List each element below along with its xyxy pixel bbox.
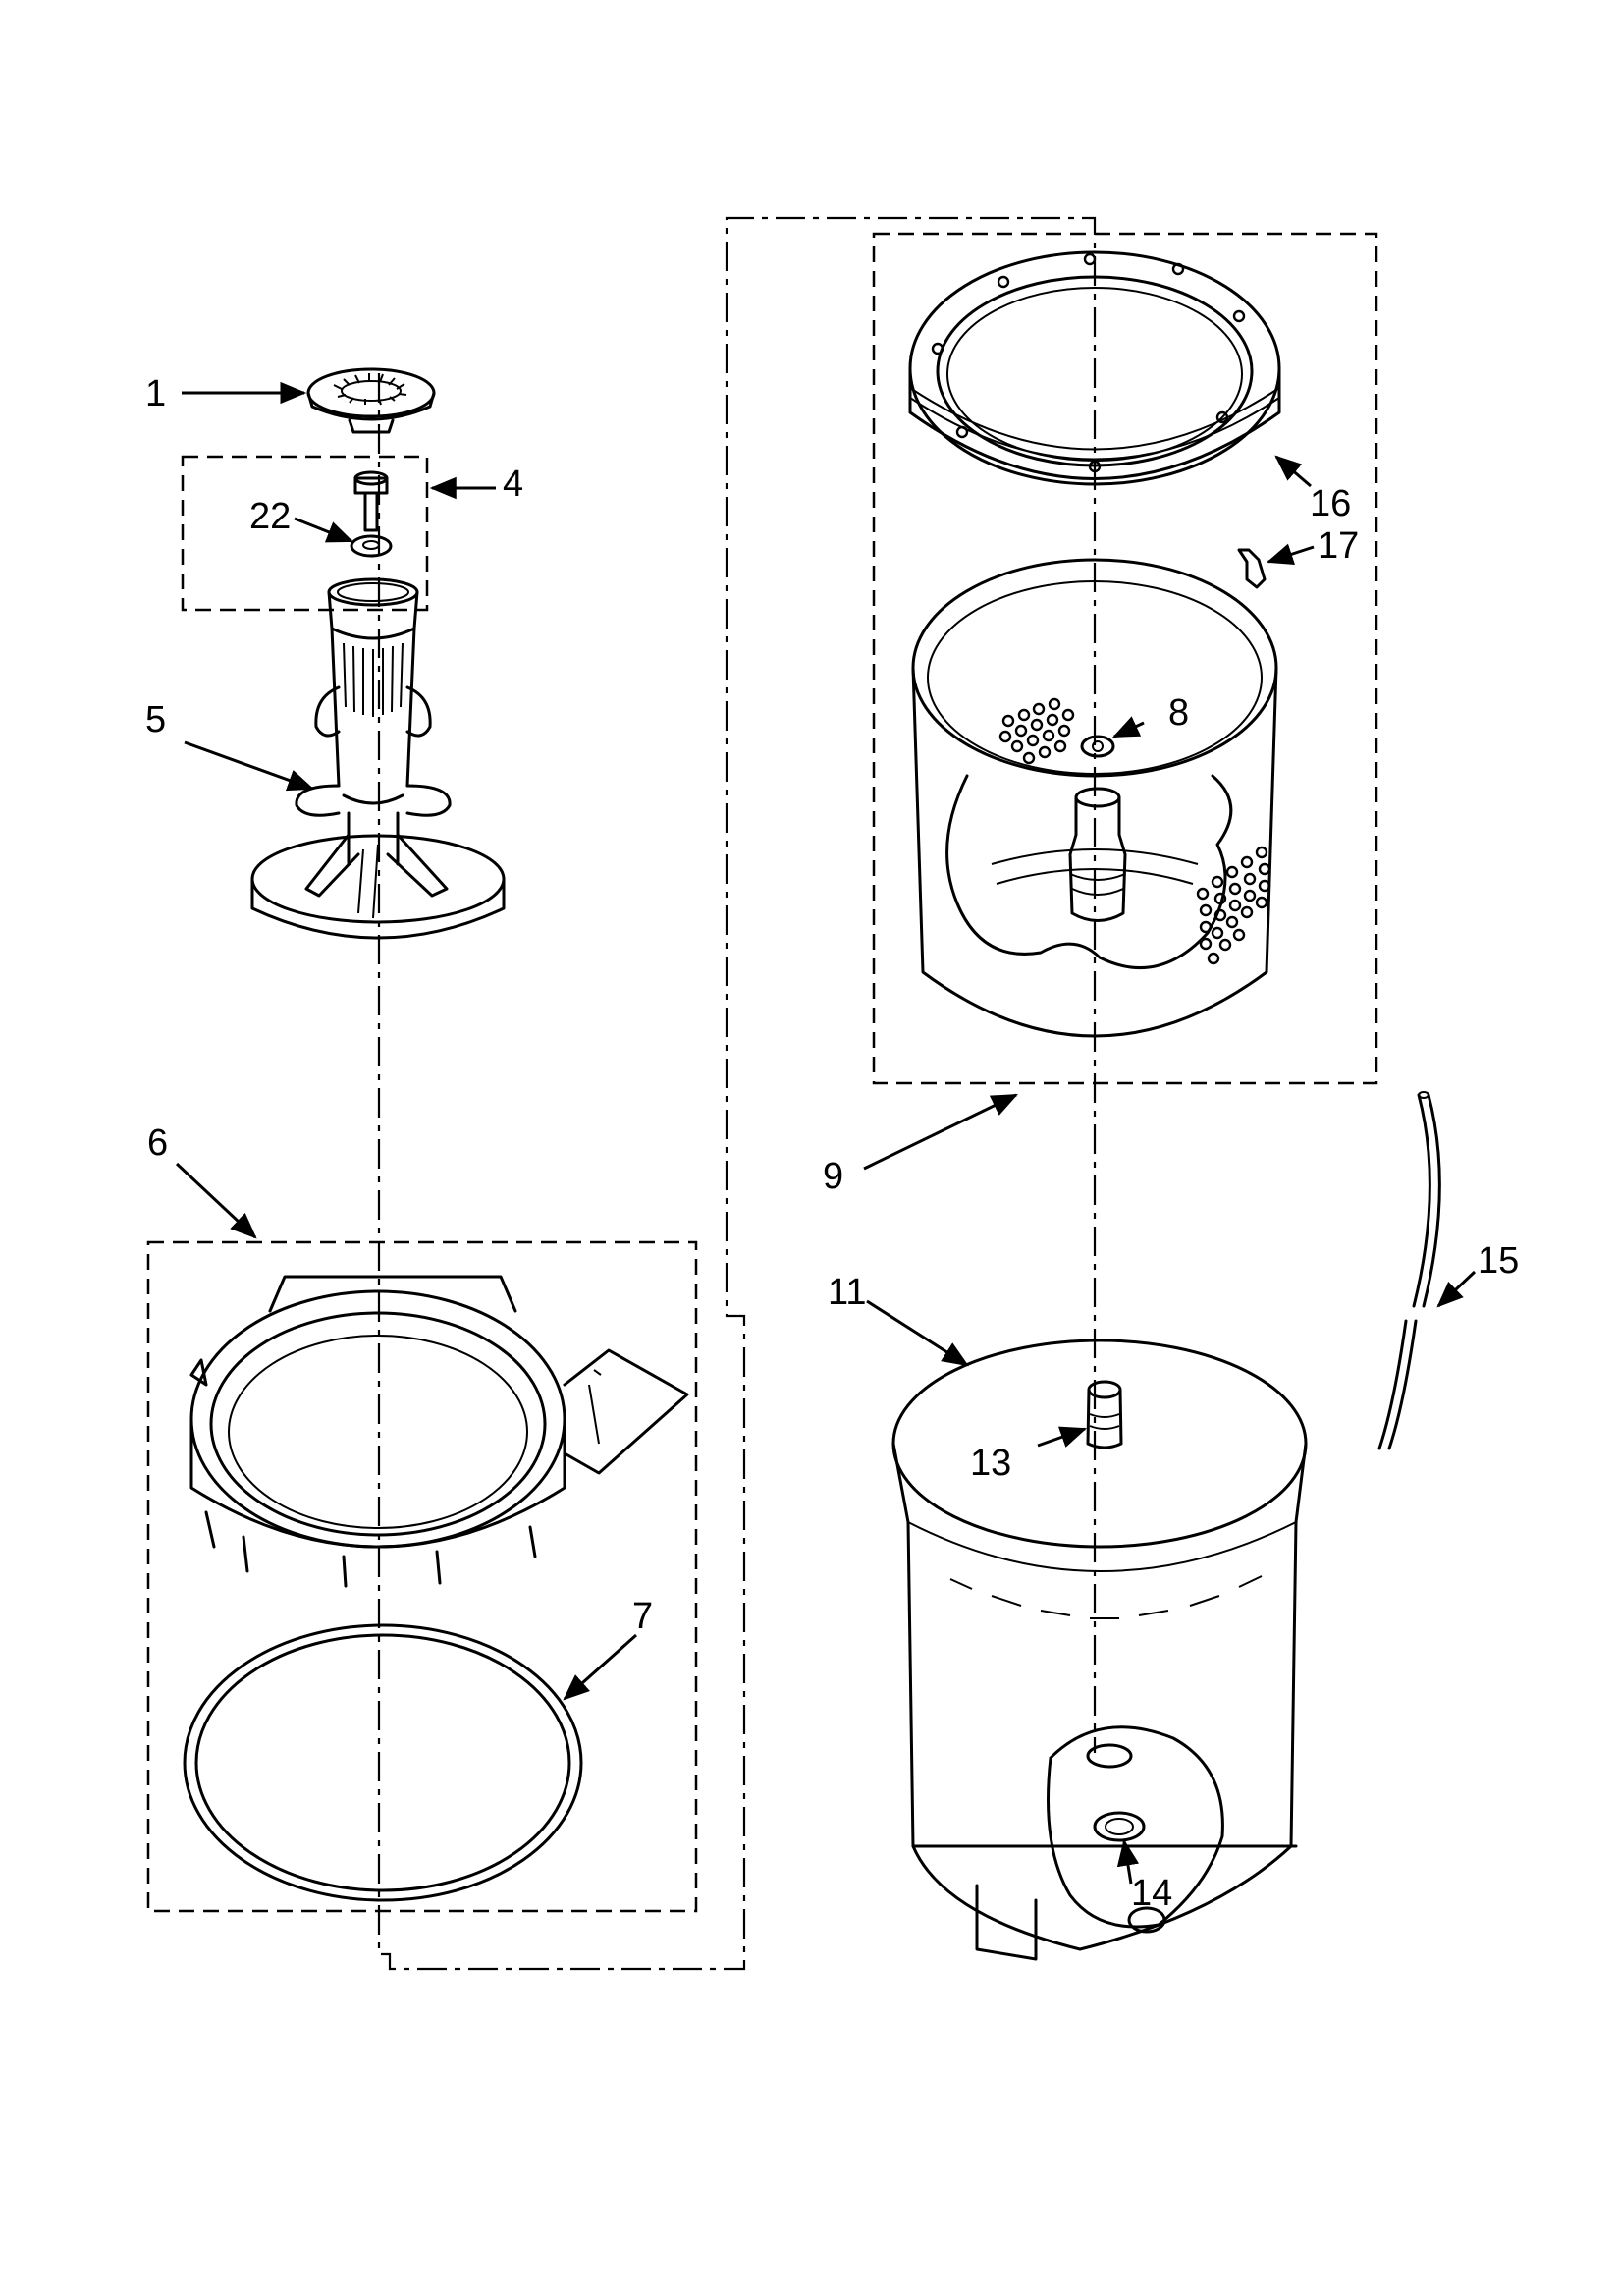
- group-box-4: [181, 455, 429, 612]
- callout-7: 7: [632, 1596, 653, 1637]
- callout-arrows: [175, 381, 1477, 1885]
- callout-4: 4: [503, 464, 523, 505]
- tub-seal-ring: [183, 1623, 583, 1902]
- agitator-cap: [306, 367, 436, 434]
- tub-ring: [189, 1275, 689, 1588]
- callout-16: 16: [1310, 483, 1351, 524]
- callout-15: 15: [1478, 1240, 1519, 1282]
- group-box-6: [146, 1240, 698, 1913]
- spin-basket: [911, 558, 1278, 1038]
- callout-5: 5: [145, 699, 166, 740]
- outer-tub: [891, 1339, 1308, 1961]
- callout-9: 9: [823, 1156, 843, 1197]
- bolt-assembly: [350, 470, 393, 558]
- assembly-centerline-left: [377, 216, 1097, 1971]
- callout-8: 8: [1168, 692, 1189, 734]
- balance-ring: [908, 250, 1281, 486]
- callout-1: 1: [145, 373, 166, 414]
- hose: [1377, 1091, 1441, 1450]
- balance-ring-clip: [1237, 548, 1267, 589]
- group-box-9: [872, 232, 1378, 1085]
- callout-6: 6: [147, 1122, 168, 1164]
- callout-13: 13: [970, 1443, 1011, 1484]
- tub-fitting: [1086, 1380, 1123, 1449]
- callout-11: 11: [828, 1272, 866, 1313]
- callout-14: 14: [1131, 1873, 1172, 1914]
- callout-17: 17: [1318, 525, 1359, 567]
- callout-22: 22: [249, 496, 291, 537]
- agitator: [250, 577, 506, 940]
